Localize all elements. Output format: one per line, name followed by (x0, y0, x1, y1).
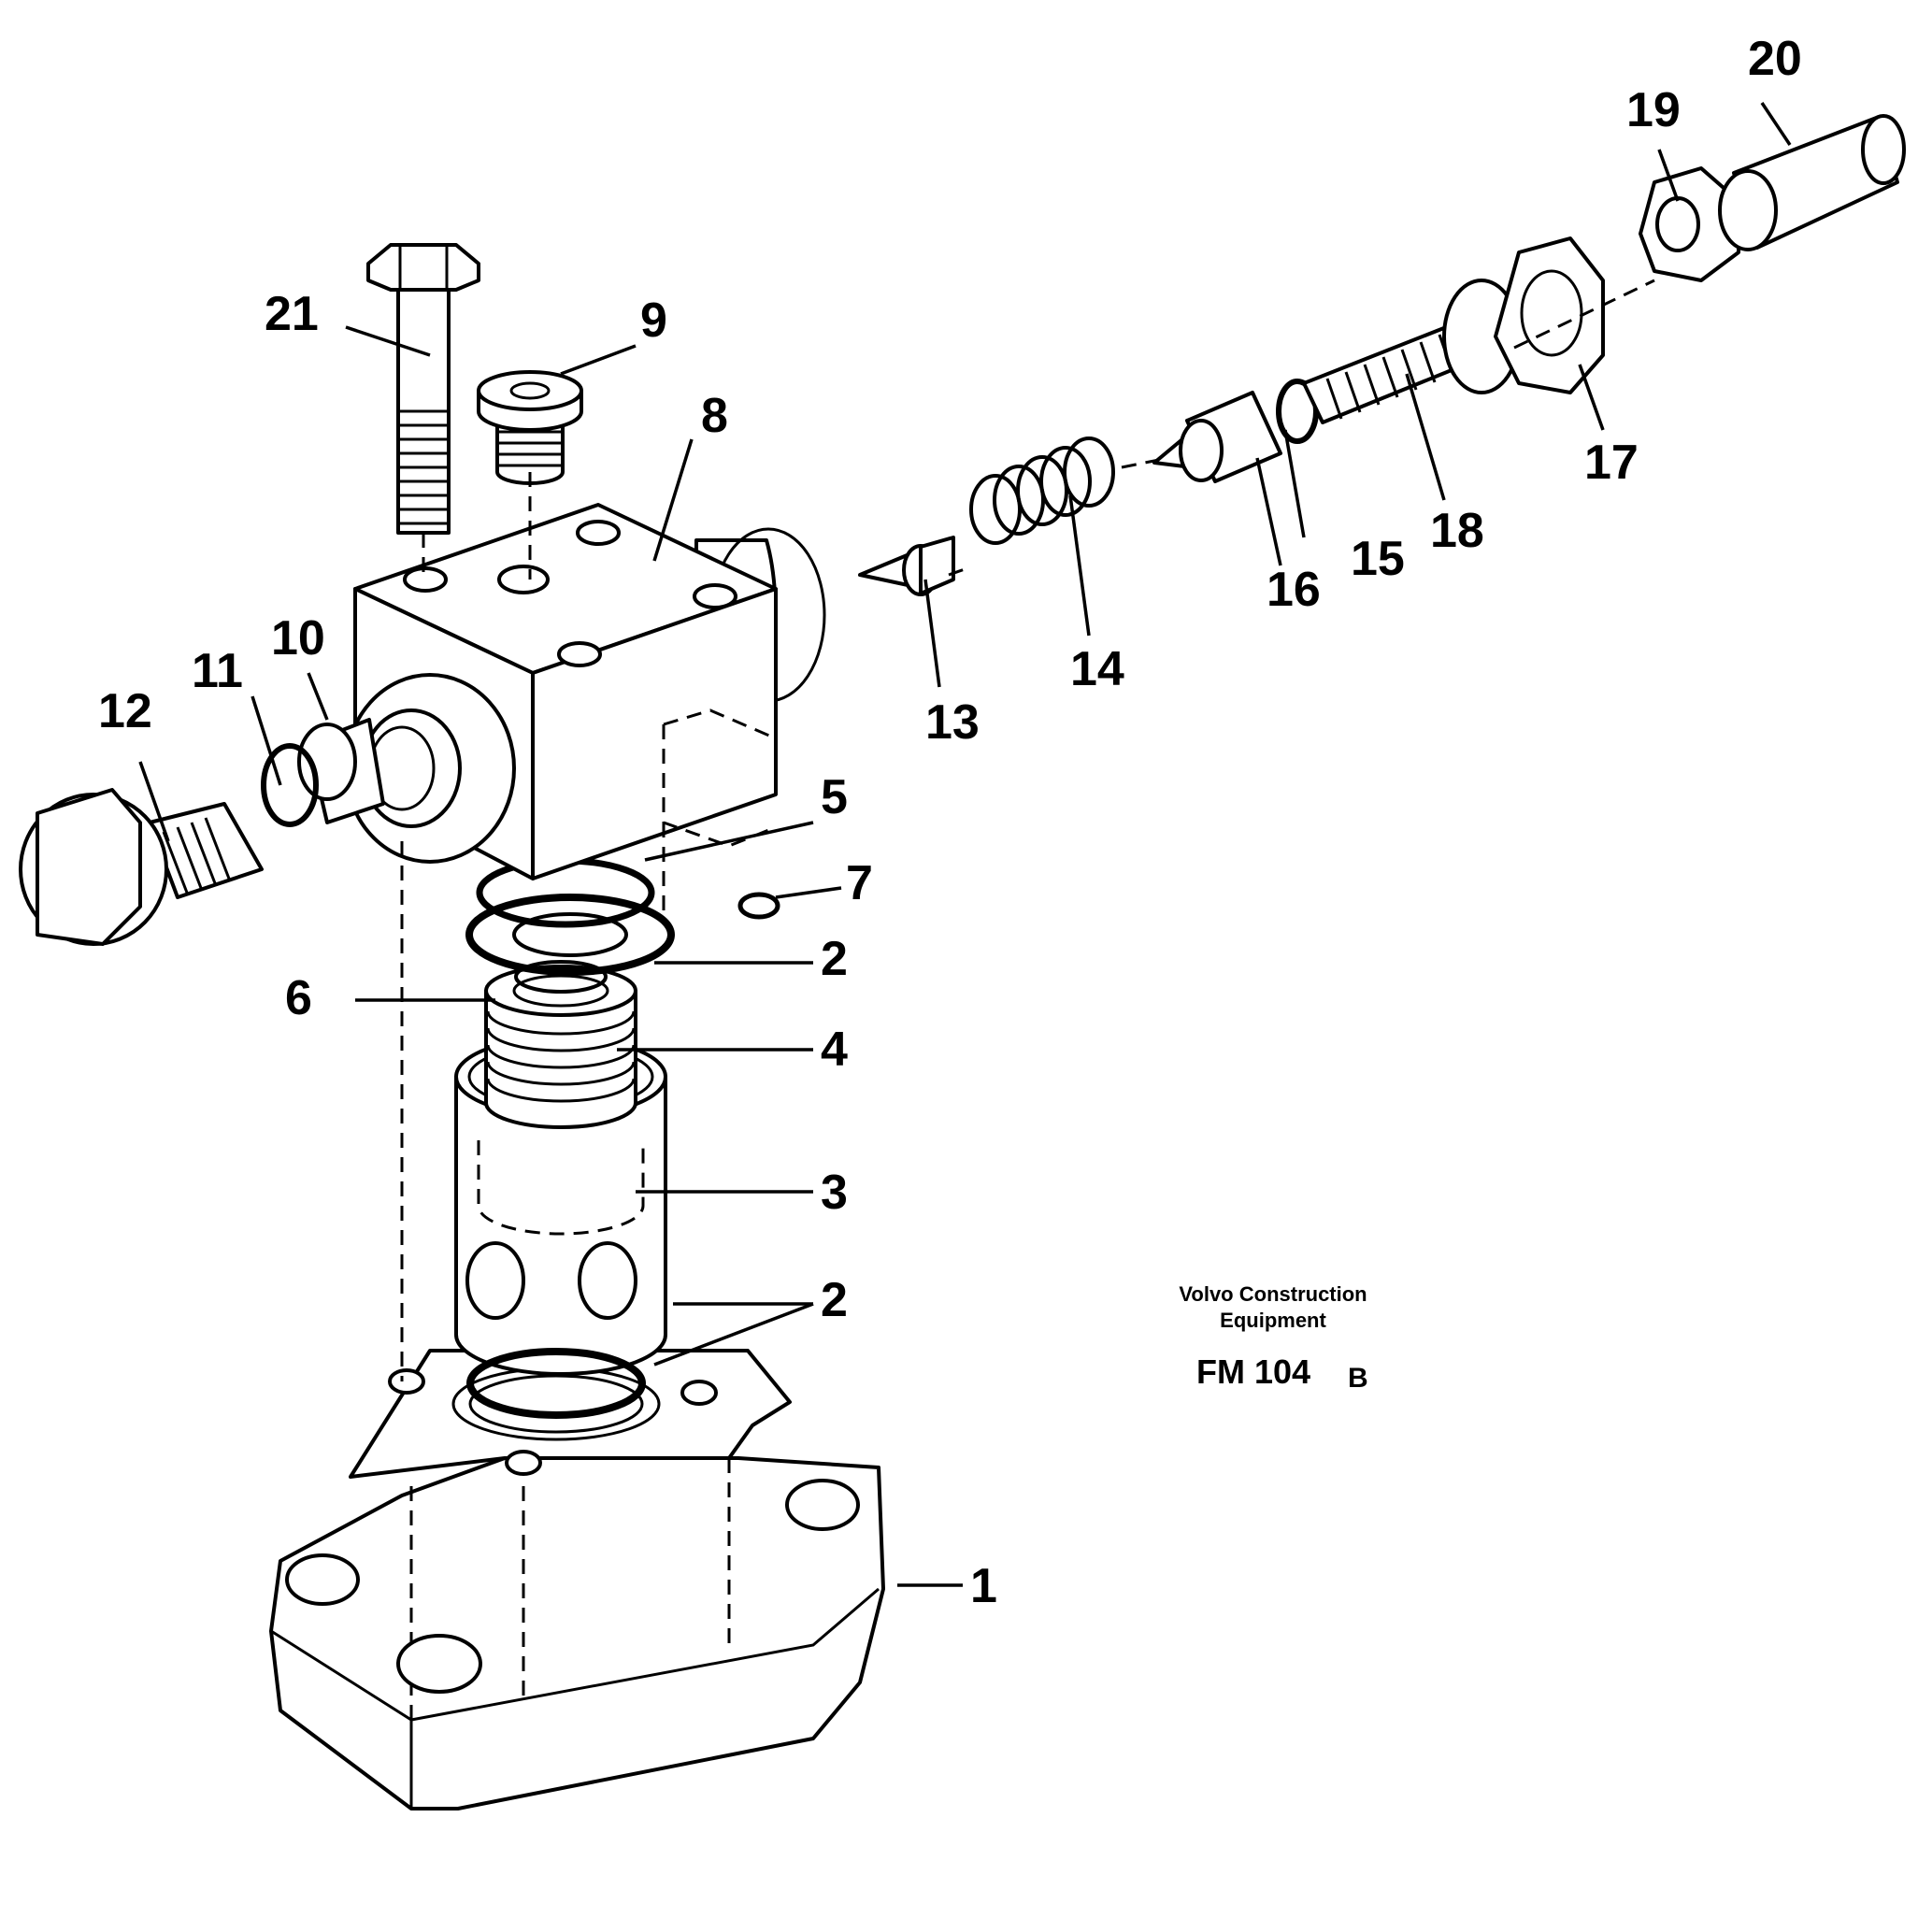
part-number-labels: 1 2 2 3 4 5 6 7 8 9 10 11 12 13 14 15 16… (98, 32, 1802, 1613)
label-part-14: 14 (1070, 642, 1124, 696)
adjuster-assembly (858, 114, 1906, 596)
label-part-9: 9 (640, 293, 667, 348)
spring (969, 436, 1115, 545)
label-part-21: 21 (265, 287, 319, 341)
label-part-15: 15 (1351, 532, 1405, 586)
brand-line-2: Equipment (1220, 1309, 1326, 1332)
label-part-12: 12 (98, 684, 152, 738)
label-part-5: 5 (821, 770, 848, 824)
label-part-4: 4 (821, 1023, 848, 1077)
label-part-20: 20 (1748, 32, 1802, 86)
base-housing (269, 1349, 885, 1810)
label-part-3: 3 (821, 1166, 848, 1220)
brand-line-1: Volvo Construction (1179, 1282, 1367, 1306)
label-part-6: 6 (285, 971, 312, 1025)
label-part-10: 10 (271, 611, 325, 665)
label-part-2-lower: 2 (821, 1273, 848, 1327)
label-part-2-upper: 2 (821, 932, 848, 986)
label-part-1: 1 (970, 1559, 997, 1613)
label-part-16: 16 (1267, 563, 1321, 617)
label-part-11: 11 (192, 644, 243, 698)
label-part-8: 8 (701, 389, 728, 443)
label-part-19: 19 (1626, 83, 1681, 137)
label-part-18: 18 (1430, 504, 1484, 558)
label-part-13: 13 (925, 695, 980, 750)
valve-block (344, 503, 826, 880)
hex-plug (477, 370, 583, 485)
leader-lines (138, 102, 1792, 1587)
figure-code: FM 104 (1196, 1352, 1310, 1391)
bolt (366, 243, 480, 535)
left-cap-assembly (19, 718, 385, 946)
figure-caption: Volvo Construction Equipment FM 104 B (1179, 1282, 1367, 1394)
label-part-17: 17 (1584, 436, 1639, 490)
figure-revision: B (1348, 1363, 1368, 1394)
threaded-insert (484, 965, 637, 1129)
label-part-7: 7 (846, 856, 873, 910)
o-ring-seals (465, 857, 780, 1419)
